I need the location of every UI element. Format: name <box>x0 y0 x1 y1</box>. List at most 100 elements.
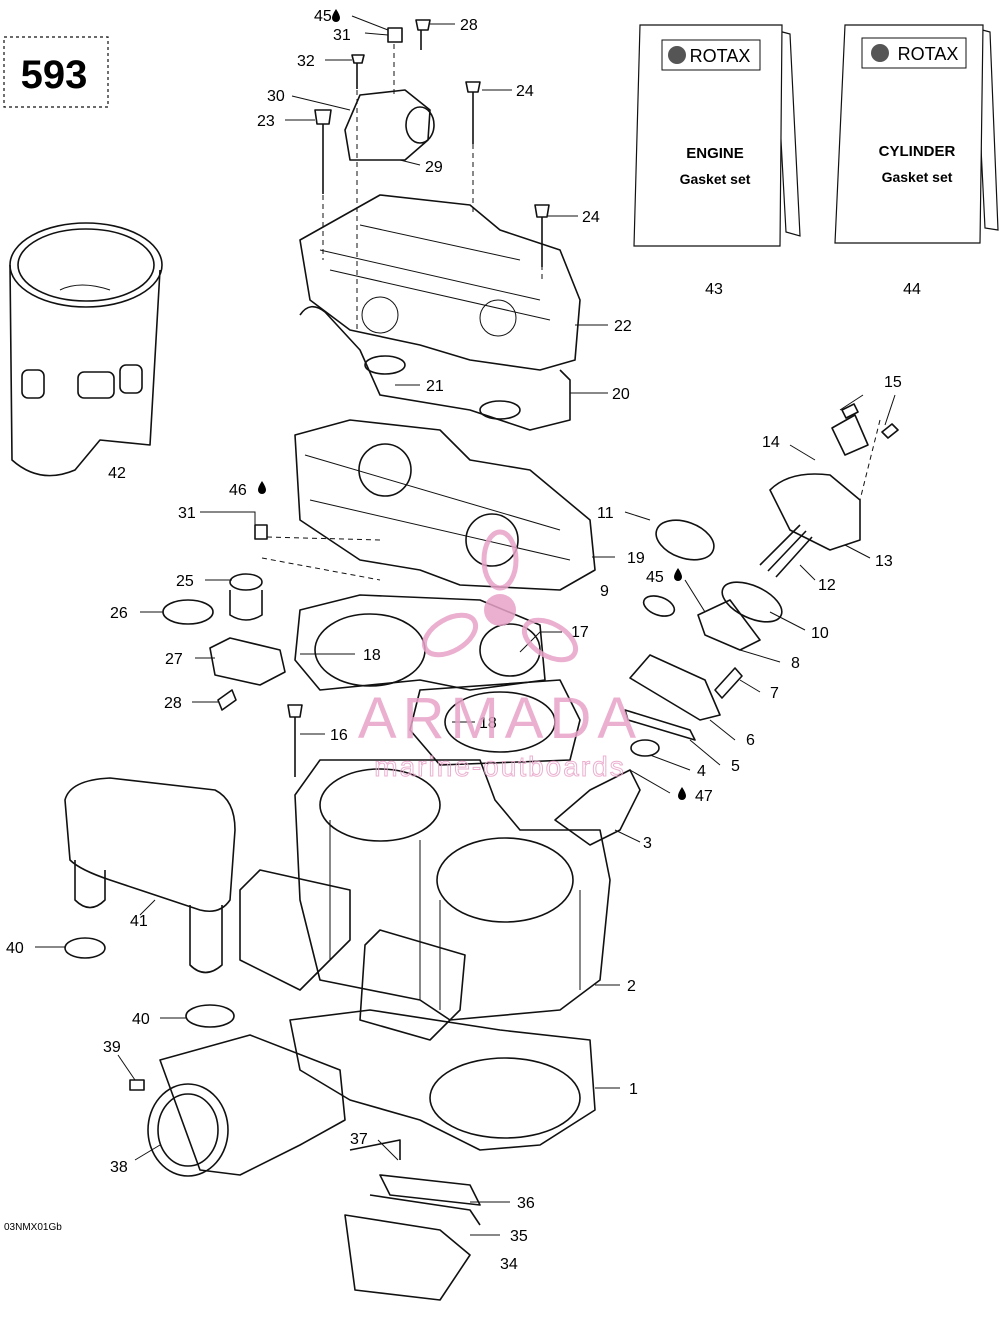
watermark: ARMADA marine-outboards <box>358 529 642 783</box>
callout-36: 36 <box>517 1195 535 1212</box>
part-2-cylinder-block <box>294 759 611 1021</box>
callout-7: 7 <box>770 685 779 702</box>
part-28-screw <box>217 689 237 711</box>
part-10-diaphragm <box>721 581 783 623</box>
callout-12: 12 <box>818 577 836 594</box>
callout-17: 17 <box>571 624 589 641</box>
callout-21: 21 <box>426 378 444 395</box>
page-number-box: 593 <box>3 36 109 108</box>
part-13-cover <box>769 473 861 551</box>
callout-37: 37 <box>350 1131 368 1148</box>
callout-46: 46 <box>229 482 247 499</box>
callout-24: 24 <box>516 83 534 100</box>
callout-35: 35 <box>510 1228 528 1245</box>
oil-drop-icon <box>258 481 266 494</box>
part-11-o-ring <box>655 519 715 561</box>
callout-43: 43 <box>705 281 723 298</box>
callout-5: 5 <box>731 758 740 775</box>
card-subtitle: Gasket set <box>680 171 751 187</box>
callout-23: 23 <box>257 113 275 130</box>
part-34-reed-block <box>344 1139 481 1301</box>
callout-42: 42 <box>108 465 126 482</box>
oil-drop-icon <box>332 9 340 22</box>
drawing-code: 03NMX01Gb <box>4 1222 62 1233</box>
callout-44: 44 <box>903 281 921 298</box>
part-38-intake-adaptor <box>129 1034 346 1177</box>
card-brand: ROTAX <box>690 46 751 66</box>
top-hardware <box>314 19 550 267</box>
part-14-bushing <box>831 414 869 456</box>
part-19-cylinder-head <box>294 419 596 591</box>
part-31-fitting <box>254 524 268 540</box>
card-brand: ROTAX <box>898 44 959 64</box>
callout-19: 19 <box>627 550 645 567</box>
callout-34: 34 <box>500 1256 518 1273</box>
callout-25: 25 <box>176 573 194 590</box>
callout-16: 16 <box>330 727 348 744</box>
callout-47: 47 <box>695 788 713 805</box>
callout-10: 10 <box>811 625 829 642</box>
propeller-logo-icon <box>421 529 579 663</box>
part-5-plate <box>624 709 696 741</box>
callout-15: 15 <box>884 374 902 391</box>
callout-29: 29 <box>425 159 443 176</box>
part-8-housing <box>697 599 761 651</box>
callout-45: 45 <box>314 8 332 25</box>
part-41-exhaust-manifold <box>64 777 236 974</box>
part-6-valve-guide <box>629 654 721 721</box>
part-3-rave-valve <box>554 769 641 846</box>
callout-13: 13 <box>875 553 893 570</box>
card-title: ENGINE <box>686 145 744 162</box>
oil-drop-icon <box>678 787 686 800</box>
callout-22: 22 <box>614 318 632 335</box>
watermark-tagline: marine-outboards <box>374 751 625 782</box>
card-cylinder-gasket-set: ROTAX CYLINDER Gasket set <box>834 24 999 244</box>
oil-drop-icon <box>674 568 682 581</box>
callout-40: 40 <box>6 940 24 957</box>
callout-2: 2 <box>627 978 636 995</box>
part-20-gasket <box>299 305 571 431</box>
rotax-logo-icon <box>668 46 686 64</box>
part-26-o-ring <box>162 599 214 625</box>
callout-30: 30 <box>267 88 285 105</box>
card-subtitle: Gasket set <box>882 169 953 185</box>
callout-41: 41 <box>130 913 148 930</box>
callout-38: 38 <box>110 1159 128 1176</box>
part-27-thermostat-cover <box>209 637 286 686</box>
callout-40: 40 <box>132 1011 150 1028</box>
part-42-cylinder-sleeve <box>9 222 163 477</box>
callout-31: 31 <box>333 27 351 44</box>
rotax-logo-icon <box>871 44 889 62</box>
callout-8: 8 <box>791 655 800 672</box>
callout-24: 24 <box>582 209 600 226</box>
callout-6: 6 <box>746 732 755 749</box>
callout-18: 18 <box>363 647 381 664</box>
watermark-brand: ARMADA <box>358 686 642 751</box>
part-7-screw <box>714 667 743 699</box>
callout-1: 1 <box>629 1081 638 1098</box>
page-number: 593 <box>21 53 88 97</box>
callout-26: 26 <box>110 605 128 622</box>
callout-14: 14 <box>762 434 780 451</box>
part-16-screw <box>287 704 303 777</box>
assembly-guide-lines <box>261 44 881 581</box>
card-engine-gasket-set: ROTAX ENGINE Gasket set <box>633 24 801 247</box>
callout-31: 31 <box>178 505 196 522</box>
leader-lines <box>35 15 896 1236</box>
part-25-thermostat <box>229 573 263 621</box>
callout-18: 18 <box>479 715 497 732</box>
part-1-base-gasket <box>289 1009 596 1151</box>
callout-11: 11 <box>597 505 614 522</box>
callout-3: 3 <box>643 835 652 852</box>
callout-28: 28 <box>460 17 478 34</box>
callout-28: 28 <box>164 695 182 712</box>
callout-39: 39 <box>103 1039 121 1056</box>
part-15-screws <box>841 403 899 439</box>
part-18-gasket-lower <box>409 679 581 766</box>
callout-27: 27 <box>165 651 183 668</box>
callout-4: 4 <box>697 763 706 780</box>
part-4-gasket <box>630 739 660 757</box>
callout-9: 9 <box>600 583 609 600</box>
